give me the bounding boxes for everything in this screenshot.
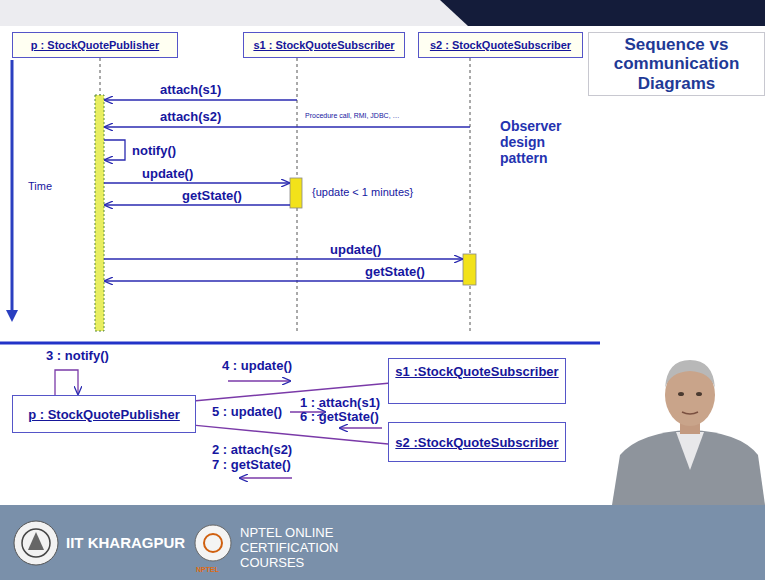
message-label: getState() [182,188,242,203]
message-label: 6 : getState() [300,409,379,424]
presenter-figure [612,360,765,505]
message-label: 2 : attach(s2) [212,442,292,457]
message-label: update() [142,166,193,181]
object-name: s1 : StockQuoteSubscriber [253,39,394,51]
message-label: 7 : getState() [212,457,291,472]
message-label: 5 : update() [212,404,282,419]
link-line [196,425,388,444]
object-name: s2 : StockQuoteSubscriber [430,39,571,51]
lifeline-head: s1 : StockQuoteSubscriber [243,32,405,58]
object-box: p : StockQuotePublisher [12,395,196,433]
slide-title: Sequence vs communication Diagrams [589,35,764,94]
object-name: s2 :StockQuoteSubscriber [395,435,558,450]
message-label: 4 : update() [222,358,292,373]
message-label: 3 : notify() [46,348,109,363]
object-box: s1 :StockQuoteSubscriber [388,358,566,404]
message-label: attach(s1) [160,82,221,97]
object-name: s1 :StockQuoteSubscriber [395,364,558,379]
message-label: attach(s2) [160,109,221,124]
text-label: Procedure call, RMI, JDBC, … [305,112,400,119]
lifeline-head: p : StockQuotePublisher [12,32,178,58]
lifeline-head: s2 : StockQuoteSubscriber [418,32,583,58]
message-label: getState() [365,264,425,279]
text-label: IIT KHARAGPUR [66,534,185,551]
text-label: NPTEL ONLINE CERTIFICATION COURSES [240,526,405,571]
object-name: p : StockQuotePublisher [28,407,180,422]
title-box: Sequence vs communication Diagrams [588,32,765,96]
message-label: 1 : attach(s1) [300,395,380,410]
message-label: notify() [132,143,176,158]
message-label: update() [330,242,381,257]
object-box: s2 :StockQuoteSubscriber [388,422,566,462]
text-label: NPTEL [196,566,219,573]
text-label: Time [28,180,52,192]
object-name: p : StockQuotePublisher [31,39,159,51]
text-label: {update < 1 minutes} [312,186,413,198]
text-label: Observer design pattern [500,118,588,166]
